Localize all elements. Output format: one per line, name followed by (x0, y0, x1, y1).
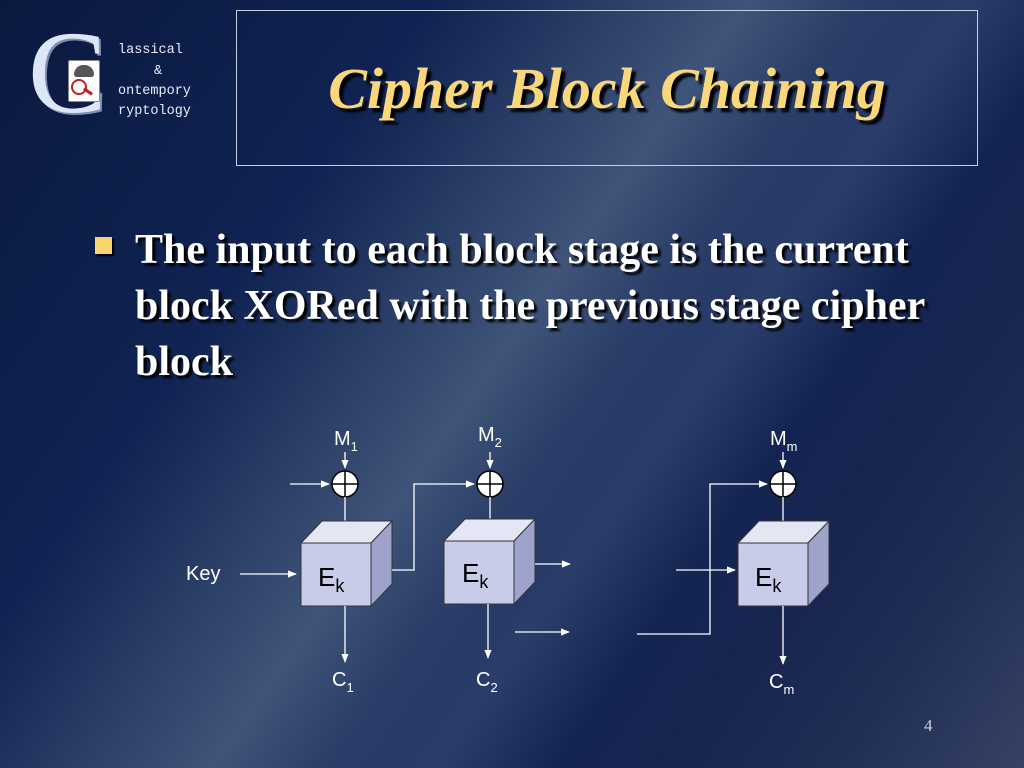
logo-line-2: & (154, 64, 163, 79)
encrypt-block-2: Ek (442, 517, 537, 606)
bullet-text: The input to each block stage is the cur… (135, 227, 925, 385)
stage-m: Mm Ek Cm (637, 428, 831, 697)
ek-label-m: E (755, 562, 772, 592)
c1-label: C (332, 669, 346, 691)
stage-2: M2 Ek C2 (442, 424, 571, 695)
logo-line-1: lassical (118, 43, 183, 58)
title-box: Cipher Block Chaining (236, 10, 978, 166)
bullet-square-icon (95, 237, 112, 254)
svg-text:Ek: Ek (318, 562, 345, 596)
detective-icon (68, 60, 100, 102)
logo-line-3: ontempory (118, 84, 191, 99)
ek-label-2: E (462, 558, 479, 588)
svg-text:Cm: Cm (769, 671, 794, 697)
xor-icon (769, 470, 797, 498)
svg-text:Ek: Ek (755, 562, 782, 596)
logo-line-4: ryptology (118, 104, 191, 119)
ek-label-1: E (318, 562, 335, 592)
xor-icon (331, 470, 359, 498)
svg-text:M2: M2 (478, 424, 502, 450)
m2-label: M (478, 424, 495, 446)
mm-label: M (770, 428, 787, 450)
page-number: 4 (924, 716, 933, 735)
xor-icon (476, 470, 504, 498)
svg-text:C2: C2 (476, 669, 498, 695)
svg-text:C1: C1 (332, 669, 354, 695)
stage-1: M1 Ek C1 (290, 428, 475, 695)
encrypt-block-1: Ek (299, 519, 394, 608)
logo: C lassical & ontempory ryptology (28, 14, 228, 138)
encrypt-block-m: Ek (736, 519, 831, 608)
svg-text:Mm: Mm (770, 428, 798, 454)
c2-label: C (476, 669, 490, 691)
m1-label: M (334, 428, 351, 450)
cm-label: C (769, 671, 783, 693)
svg-text:M1: M1 (334, 428, 358, 454)
slide-title: Cipher Block Chaining (328, 56, 886, 121)
svg-text:Ek: Ek (462, 558, 489, 592)
key-label: Key (186, 563, 220, 585)
